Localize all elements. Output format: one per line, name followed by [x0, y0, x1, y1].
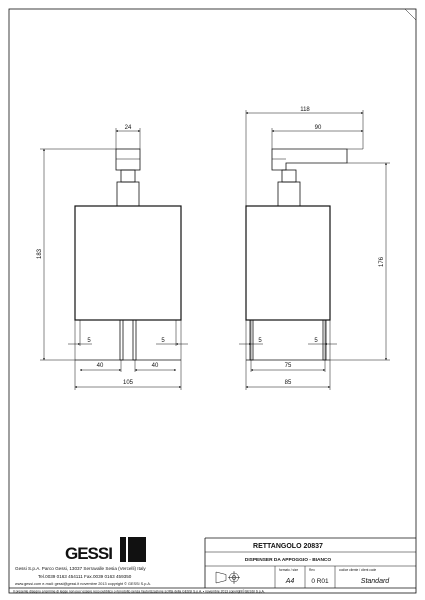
rev-label: Rev. — [309, 568, 315, 572]
footer-note: Il presente disegno a termine di legge n… — [13, 590, 265, 594]
standard-label: codice cliente / client code — [339, 568, 376, 572]
gessi-logo: GESSI — [65, 537, 146, 563]
dim-front-left-offset: 5 — [87, 338, 91, 344]
front-pump-collar — [116, 181, 140, 207]
projection-symbol-icon — [215, 571, 240, 584]
company-line: Gessi S.p.A. Parco Gessi, 13037 Serraval… — [15, 566, 146, 571]
dim-side-lever: 90 — [315, 125, 322, 131]
side-leg-left — [249, 319, 254, 361]
dim-front-left-leg: 40 — [97, 363, 104, 369]
dim-side-leg-span: 75 — [285, 363, 292, 369]
dim-front-right-offset: 5 — [161, 338, 165, 344]
front-pump-stem — [120, 169, 136, 183]
product-name: RETTANGOLO 20837 — [253, 543, 323, 550]
dim-side-total-width: 85 — [285, 380, 292, 386]
front-container-body — [74, 205, 182, 321]
format-label: formato / size — [279, 568, 298, 572]
dim-front-top-width: 24 — [125, 125, 132, 131]
border-corner-tick — [404, 8, 417, 21]
side-leg-right — [322, 319, 327, 361]
dim-front-height: 183 — [37, 248, 43, 259]
side-container-body — [245, 205, 331, 321]
dim-front-right-leg: 40 — [152, 363, 159, 369]
svg-text:GESSI: GESSI — [65, 544, 112, 563]
dim-front-total-width: 105 — [123, 380, 134, 386]
dim-side-right-offset: 5 — [314, 338, 318, 344]
front-leg-right — [132, 319, 137, 361]
front-view: 24 183 5 5 40 40 105 — [37, 125, 188, 390]
side-view: 118 90 176 5 5 75 85 — [239, 107, 390, 390]
standard-value: Standard — [361, 578, 391, 585]
side-pump-lever — [271, 148, 348, 171]
rev-value: 0 R01 — [311, 578, 329, 585]
sheet-border — [8, 8, 417, 594]
dim-side-height: 176 — [379, 256, 385, 267]
side-pump-collar — [277, 181, 301, 207]
front-pump-head — [115, 148, 141, 171]
side-pump-stem — [281, 169, 297, 183]
title-block: GESSI Gessi S.p.A. Parco Gessi, 13037 Se… — [9, 537, 416, 594]
format-value: A4 — [285, 578, 295, 585]
web-line: www.gessi.com e-mail: gessi@gessi.it nov… — [15, 582, 151, 586]
product-description: DISPENSER DA APPOGGIO - BIANCO — [245, 557, 332, 563]
dim-side-top-total: 118 — [300, 107, 310, 113]
front-leg-left — [119, 319, 124, 361]
phone-line: Tel.0039 0163 454111 Fax.0039 0163 45935… — [38, 574, 132, 579]
dim-side-left-offset: 5 — [258, 338, 262, 344]
